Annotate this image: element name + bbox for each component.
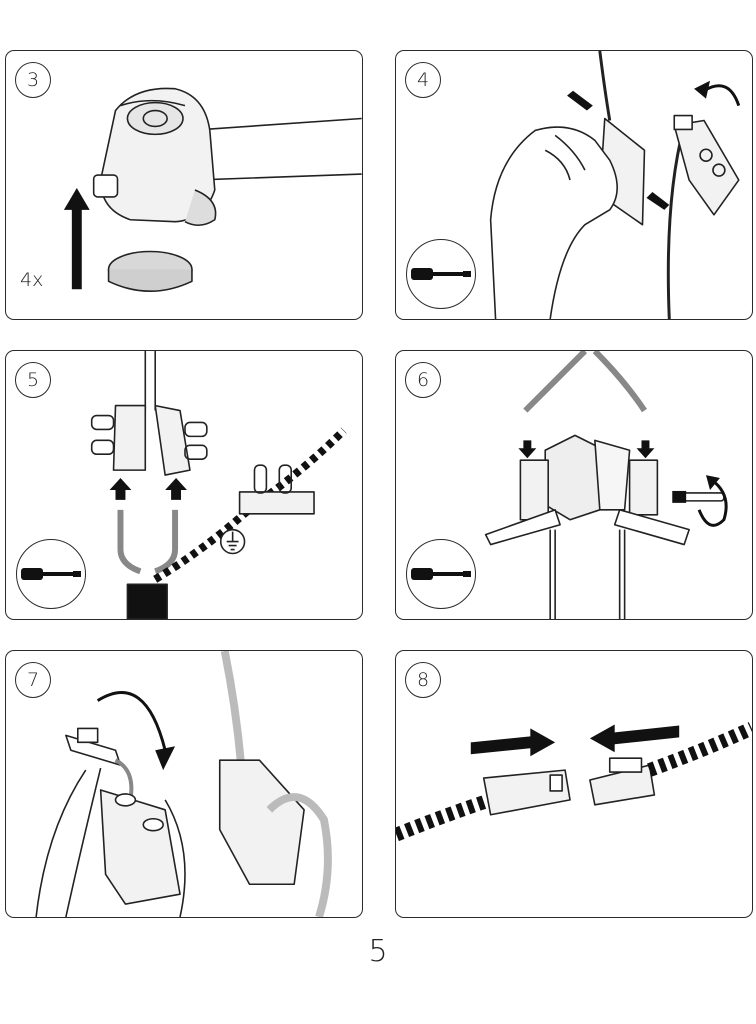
screwdriver-icon <box>16 539 86 609</box>
step-8-panel: 8 <box>395 650 753 918</box>
step-6-panel: 6 <box>395 350 753 620</box>
step-number-6: 6 <box>405 362 441 398</box>
connector-removal-illustration <box>489 51 741 319</box>
connector-assembly-illustration <box>484 351 728 619</box>
fixture-mount-illustration <box>63 87 362 293</box>
step-5-panel: 5 <box>5 350 363 620</box>
step-number-4: 4 <box>405 62 441 98</box>
page-number: 5 <box>368 934 388 969</box>
step-number-7: 7 <box>15 662 51 698</box>
step-3-panel: 3 4x <box>5 50 363 320</box>
quantity-label: 4x <box>20 269 44 291</box>
wiring-connection-illustration <box>90 351 347 619</box>
step-number-8: 8 <box>405 662 441 698</box>
screwdriver-icon <box>406 539 476 609</box>
screwdriver-icon <box>406 239 476 309</box>
step-number-5: 5 <box>15 362 51 398</box>
step-4-panel: 4 <box>395 50 753 320</box>
step-number-3: 3 <box>15 62 51 98</box>
step-7-panel: 7 <box>5 650 363 918</box>
strip-connection-illustration <box>396 722 752 842</box>
connector-closing-illustration <box>35 651 332 917</box>
